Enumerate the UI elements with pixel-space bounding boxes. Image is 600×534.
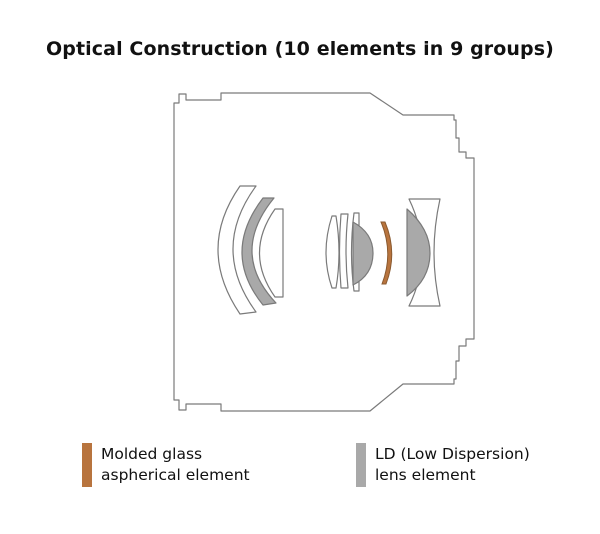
legend-molded-line1: Molded glass bbox=[101, 445, 203, 463]
legend-swatch-molded bbox=[82, 443, 92, 487]
legend-item-ld-element: LD (Low Dispersion) lens element bbox=[356, 443, 530, 487]
legend-label-molded: Molded glass aspherical element bbox=[101, 444, 250, 487]
lens-element-3 bbox=[259, 208, 284, 298]
lens-element-5 bbox=[338, 213, 349, 289]
legend-ld-line2: lens element bbox=[375, 466, 476, 484]
lens-element-4 bbox=[325, 215, 340, 289]
diagram-title: Optical Construction (10 elements in 9 g… bbox=[46, 38, 554, 60]
legend-item-molded-aspherical: Molded glass aspherical element bbox=[82, 443, 250, 487]
ld-element-9 bbox=[406, 208, 431, 297]
legend-molded-line2: aspherical element bbox=[101, 466, 250, 484]
lens-element-1 bbox=[217, 185, 257, 315]
aspherical-element-8 bbox=[380, 221, 393, 285]
ld-element-7 bbox=[352, 221, 374, 286]
ld-element-2 bbox=[241, 197, 277, 306]
legend-ld-line1: LD (Low Dispersion) bbox=[375, 445, 530, 463]
legend-label-ld: LD (Low Dispersion) lens element bbox=[375, 444, 530, 487]
lens-barrel-outline bbox=[173, 92, 475, 412]
legend-swatch-ld bbox=[356, 443, 366, 487]
